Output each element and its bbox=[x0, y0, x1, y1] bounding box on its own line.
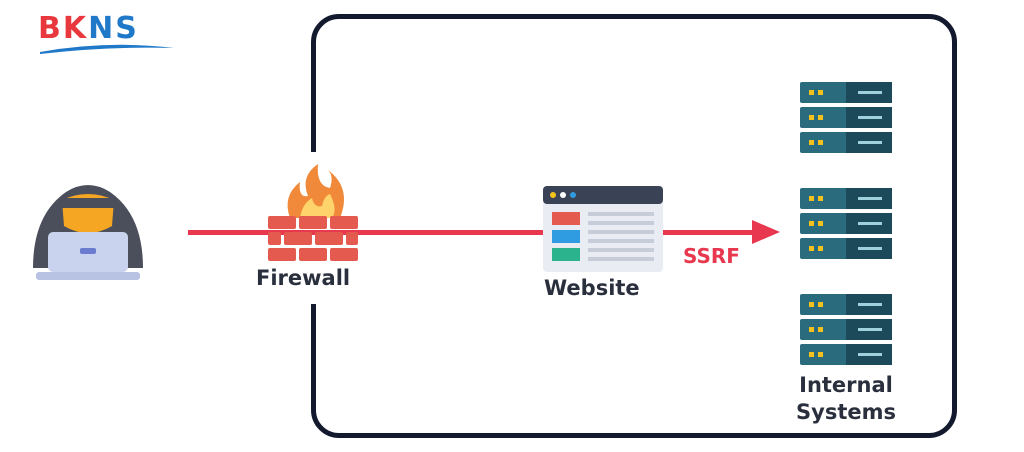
ssrf-label: SSRF bbox=[683, 244, 740, 268]
website-label: Website bbox=[544, 276, 640, 300]
logo-text-bk: BK bbox=[38, 11, 89, 46]
logo-swoosh bbox=[40, 44, 174, 54]
internal-servers bbox=[800, 82, 892, 365]
bkns-logo: BKNS bbox=[38, 12, 178, 56]
internal-label-line1: Internal bbox=[799, 373, 893, 397]
server-unit bbox=[800, 213, 892, 234]
logo-text-ns: NS bbox=[88, 11, 139, 46]
server-unit bbox=[800, 238, 892, 259]
firewall-label: Firewall bbox=[256, 266, 351, 290]
server-unit bbox=[800, 82, 892, 103]
internal-systems-label: Internal Systems bbox=[782, 372, 910, 426]
hacker-icon bbox=[33, 185, 143, 280]
server-icon bbox=[800, 294, 892, 365]
logo-text: BKNS bbox=[38, 12, 139, 46]
server-icon bbox=[800, 82, 892, 153]
server-unit bbox=[800, 132, 892, 153]
ssrf-arrow bbox=[188, 220, 780, 244]
server-unit bbox=[800, 344, 892, 365]
server-unit bbox=[800, 294, 892, 315]
internal-label-line2: Systems bbox=[796, 400, 896, 424]
server-unit bbox=[800, 107, 892, 128]
website-icon bbox=[543, 186, 663, 272]
server-unit bbox=[800, 188, 892, 209]
firewall-icon bbox=[268, 164, 358, 261]
server-icon bbox=[800, 188, 892, 259]
server-unit bbox=[800, 319, 892, 340]
